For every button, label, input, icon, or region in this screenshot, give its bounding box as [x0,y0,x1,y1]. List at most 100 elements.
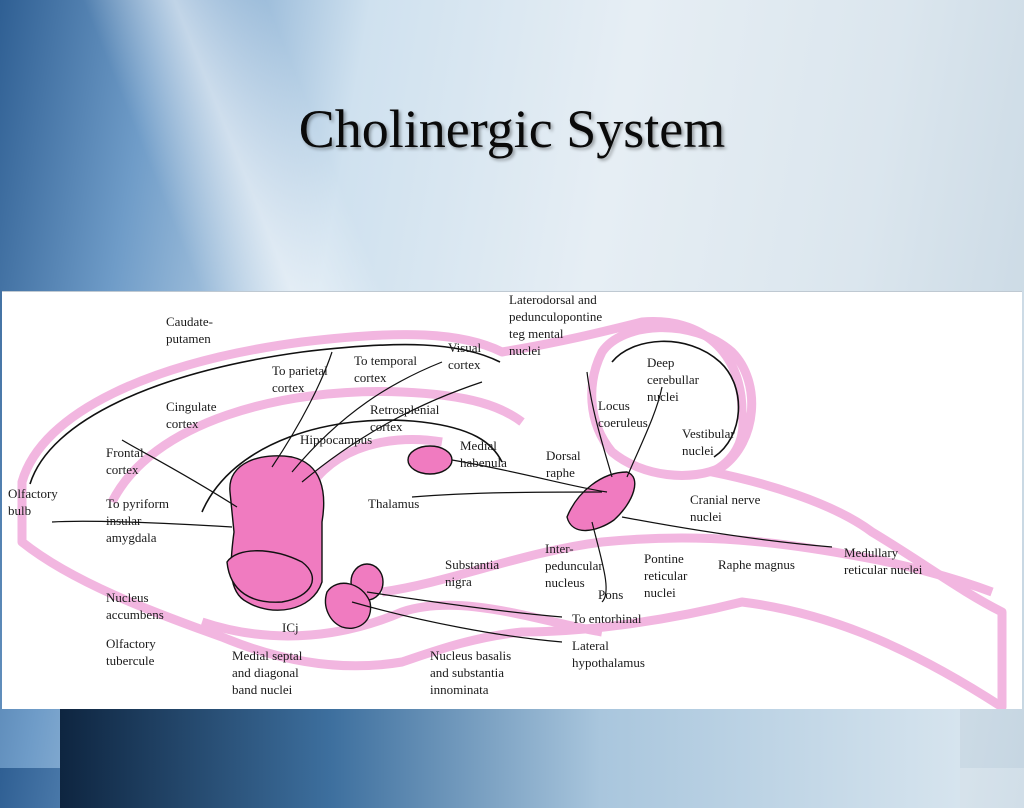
svg-text:cortex: cortex [166,416,199,431]
svg-text:reticular: reticular [644,568,688,583]
svg-text:peduncular: peduncular [545,558,603,573]
background-bottom-band [60,708,960,808]
label-to-parietal-cortex: To parietal cortex [272,363,328,395]
svg-text:Locus: Locus [598,398,630,413]
label-retrosplenial-cortex: Retrosplenial cortex [370,402,440,434]
basal-forebrain-nucleus [226,550,314,603]
label-frontal-cortex: Frontal cortex [106,445,144,477]
fiber-cortex-1 [271,351,333,468]
svg-text:cortex: cortex [370,419,403,434]
fiber-hypothalamus [351,601,563,643]
svg-text:raphe: raphe [546,465,575,480]
svg-text:nuclei: nuclei [509,343,541,358]
svg-text:pedunculopontine: pedunculopontine [509,309,602,324]
svg-text:nigra: nigra [445,574,472,589]
svg-text:nuclei: nuclei [682,443,714,458]
label-olfactory-bulb: Olfactory bulb [8,486,58,518]
svg-text:Caudate-: Caudate- [166,314,213,329]
svg-text:Retrosplenial: Retrosplenial [370,402,440,417]
label-substantia-nigra: Substantia nigra [445,557,499,589]
hippocampus-arc [201,419,503,513]
ventral-contour [200,600,603,641]
svg-text:nuclei: nuclei [644,585,676,600]
label-to-pyriform: To pyriform insular amygdala [106,496,169,545]
label-pons: Pons [598,587,623,602]
svg-text:Visual: Visual [448,340,482,355]
label-nucleus-basalis: Nucleus basalis and substantia innominat… [430,648,511,697]
svg-text:coeruleus: coeruleus [598,415,648,430]
svg-text:To temporal: To temporal [354,353,417,368]
label-thalamus: Thalamus [368,496,419,511]
label-raphe-magnus: Raphe magnus [718,557,795,572]
svg-text:Medial: Medial [460,438,497,453]
svg-text:cerebullar: cerebullar [647,372,700,387]
svg-text:Cranial nerve: Cranial nerve [690,492,761,507]
slide-title: Cholinergic System [298,99,726,159]
svg-text:teg mental: teg mental [509,326,564,341]
brainstem-nuclei [566,471,636,532]
svg-text:Olfactory: Olfactory [8,486,58,501]
label-vestibular-nuclei: Vestibular nuclei [682,426,735,458]
label-nucleus-accumbens: Nucleus accumbens [106,590,164,622]
svg-text:nuclei: nuclei [690,509,722,524]
svg-text:cortex: cortex [448,357,481,372]
svg-text:Laterodorsal and: Laterodorsal and [509,292,597,307]
label-lateral-hypothalamus: Lateral hypothalamus [572,638,645,670]
fiber-cortex-2 [291,361,443,473]
svg-text:and diagonal: and diagonal [232,665,299,680]
label-medial-habenula: Medial habenula [460,438,507,470]
svg-text:To parietal: To parietal [272,363,328,378]
svg-text:Olfactory: Olfactory [106,636,156,651]
svg-text:habenula: habenula [460,455,507,470]
brain-outline [17,317,1007,709]
fiber-olfactory [51,520,233,528]
svg-text:tubercule: tubercule [106,653,155,668]
svg-text:Dorsal: Dorsal [546,448,581,463]
label-cranial-nerve-nuclei: Cranial nerve nuclei [690,492,761,524]
fiber-thalamus [411,491,603,498]
cerebellum-inner [611,340,740,458]
brain-inner-line [29,343,501,485]
svg-text:Medial septal: Medial septal [232,648,303,663]
medial-habenula-nucleus [407,445,453,475]
svg-text:Nucleus basalis: Nucleus basalis [430,648,511,663]
svg-text:innominata: innominata [430,682,489,697]
label-caudate-putamen: Caudate- putamen [166,314,213,346]
label-cingulate-cortex: Cingulate cortex [166,399,217,431]
septal-nucleus [324,582,372,629]
label-medial-septal: Medial septal and diagonal band nuclei [232,648,303,697]
svg-text:bulb: bulb [8,503,31,518]
svg-text:To pyriform: To pyriform [106,496,169,511]
svg-text:hypothalamus: hypothalamus [572,655,645,670]
cholinergic-diagram: Caudate- putamen To parietal cortex To t… [2,291,1022,709]
label-pontine-reticular-nuclei: Pontine reticular nuclei [644,551,688,600]
fiber-cortex-3 [301,381,483,483]
svg-text:Nucleus: Nucleus [106,590,149,605]
label-medullary-reticular-nuclei: Medullary reticular nuclei [844,545,923,577]
fiber-frontal [121,439,238,508]
svg-text:reticular nuclei: reticular nuclei [844,562,923,577]
fiber-medulla [621,516,833,548]
svg-text:cortex: cortex [354,370,387,385]
label-olfactory-tubercle: Olfactory tubercule [106,636,156,668]
fiber-habenula [451,459,608,493]
svg-text:Substantia: Substantia [445,557,499,572]
svg-text:Frontal: Frontal [106,445,144,460]
svg-text:Deep: Deep [647,355,674,370]
svg-text:accumbens: accumbens [106,607,164,622]
svg-text:nucleus: nucleus [545,575,585,590]
fiber-cerebellar [626,386,663,478]
svg-text:band nuclei: band nuclei [232,682,293,697]
brain-diagram-svg: Caudate- putamen To parietal cortex To t… [8,292,1007,709]
svg-text:putamen: putamen [166,331,211,346]
brainstem-contour [381,533,994,597]
cingulate-arc [107,387,525,505]
svg-text:Vestibular: Vestibular [682,426,735,441]
label-dorsal-raphe: Dorsal raphe [546,448,581,480]
label-laterodorsal: Laterodorsal and pedunculopontine teg me… [509,292,602,358]
svg-text:Pontine: Pontine [644,551,684,566]
svg-text:Medullary: Medullary [844,545,899,560]
label-deep-cerebellar-nuclei: Deep cerebullar nuclei [647,355,700,404]
svg-text:insular: insular [106,513,142,528]
svg-text:Inter-: Inter- [545,541,574,556]
